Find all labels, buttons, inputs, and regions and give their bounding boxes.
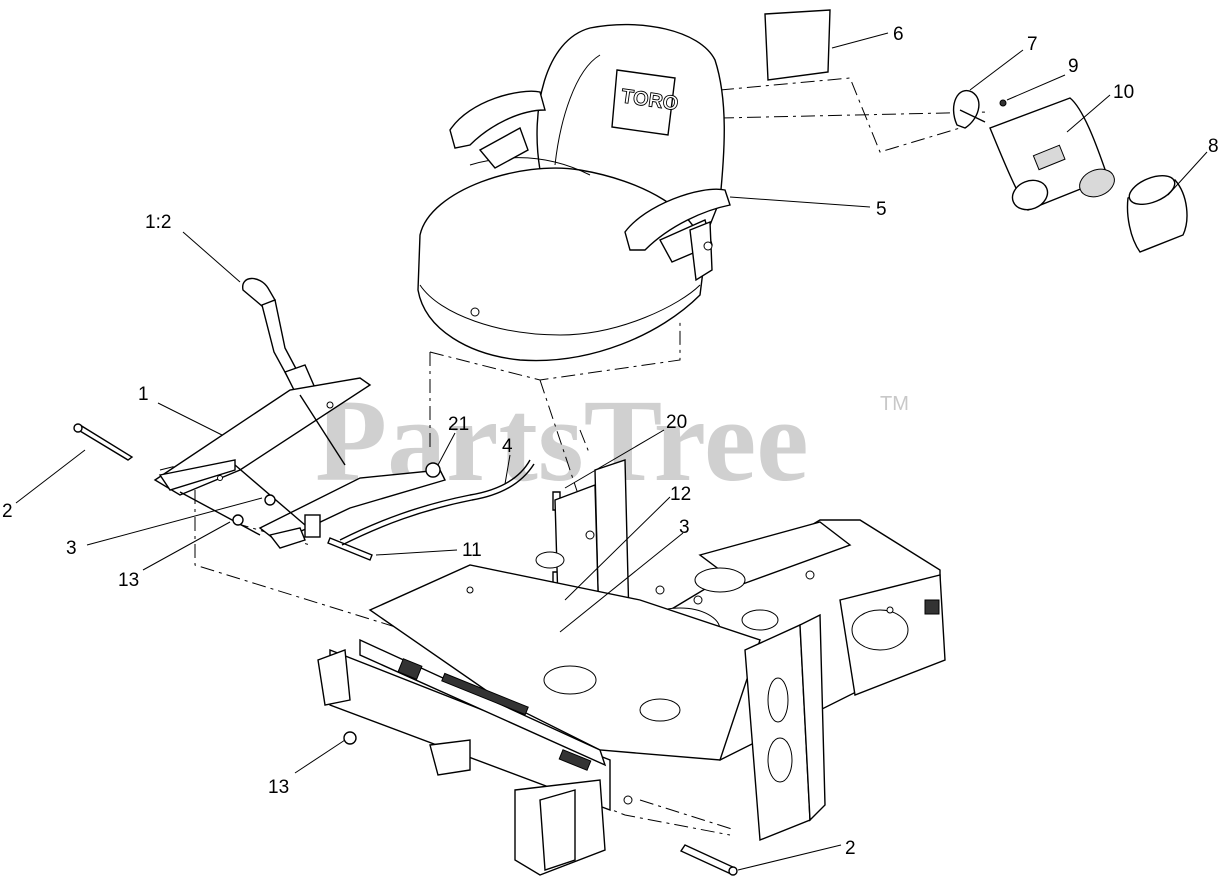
nut-13-lower (343, 731, 357, 745)
callout-label: 13 (118, 570, 139, 591)
hairpin (952, 89, 980, 129)
callout-label: 21 (448, 414, 469, 435)
leader-lines (15, 32, 1208, 871)
bolt-2-lower (679, 844, 737, 875)
callout-label: 1 (138, 384, 149, 405)
seat-mount-plate (153, 377, 447, 549)
right-armrest (624, 188, 731, 251)
callout-label: 9 (1068, 56, 1079, 77)
callouts: 1:2 1 2 3 13 21 4 11 20 12 3 13 2 6 7 9 … (2, 24, 1219, 859)
callout-label: 11 (462, 540, 482, 561)
nut-3 (264, 494, 276, 506)
seat-lever (242, 277, 316, 393)
bolt-2-upper (73, 424, 134, 461)
screw (999, 99, 1007, 107)
callout-label: 10 (1113, 82, 1134, 103)
seat-rod (339, 459, 531, 541)
callout-label: 5 (876, 199, 887, 220)
callout-label: 3 (679, 517, 690, 538)
callout-label: 2 (2, 501, 13, 522)
callout-label: 4 (502, 436, 513, 457)
callout-label: 1:2 (145, 212, 171, 233)
bolt-11 (327, 537, 373, 561)
manual-tube-assembly (952, 89, 1188, 253)
callout-label: 13 (268, 777, 289, 798)
seat-logo-plate (611, 69, 676, 136)
seat-back-plate (764, 9, 831, 81)
callout-label: 6 (893, 24, 904, 45)
nut-13 (232, 514, 244, 526)
callout-label: 7 (1027, 34, 1038, 55)
main-frame (317, 459, 946, 876)
callout-label: 8 (1208, 136, 1219, 157)
seat-assembly: TORO (417, 23, 731, 362)
callout-label: 20 (666, 412, 687, 433)
watermark-trademark: TM (880, 393, 909, 415)
callout-label: 3 (66, 538, 77, 559)
left-armrest (449, 90, 546, 149)
callout-label: 12 (670, 484, 691, 505)
callout-label: 2 (845, 838, 856, 859)
nut-21 (425, 462, 441, 478)
